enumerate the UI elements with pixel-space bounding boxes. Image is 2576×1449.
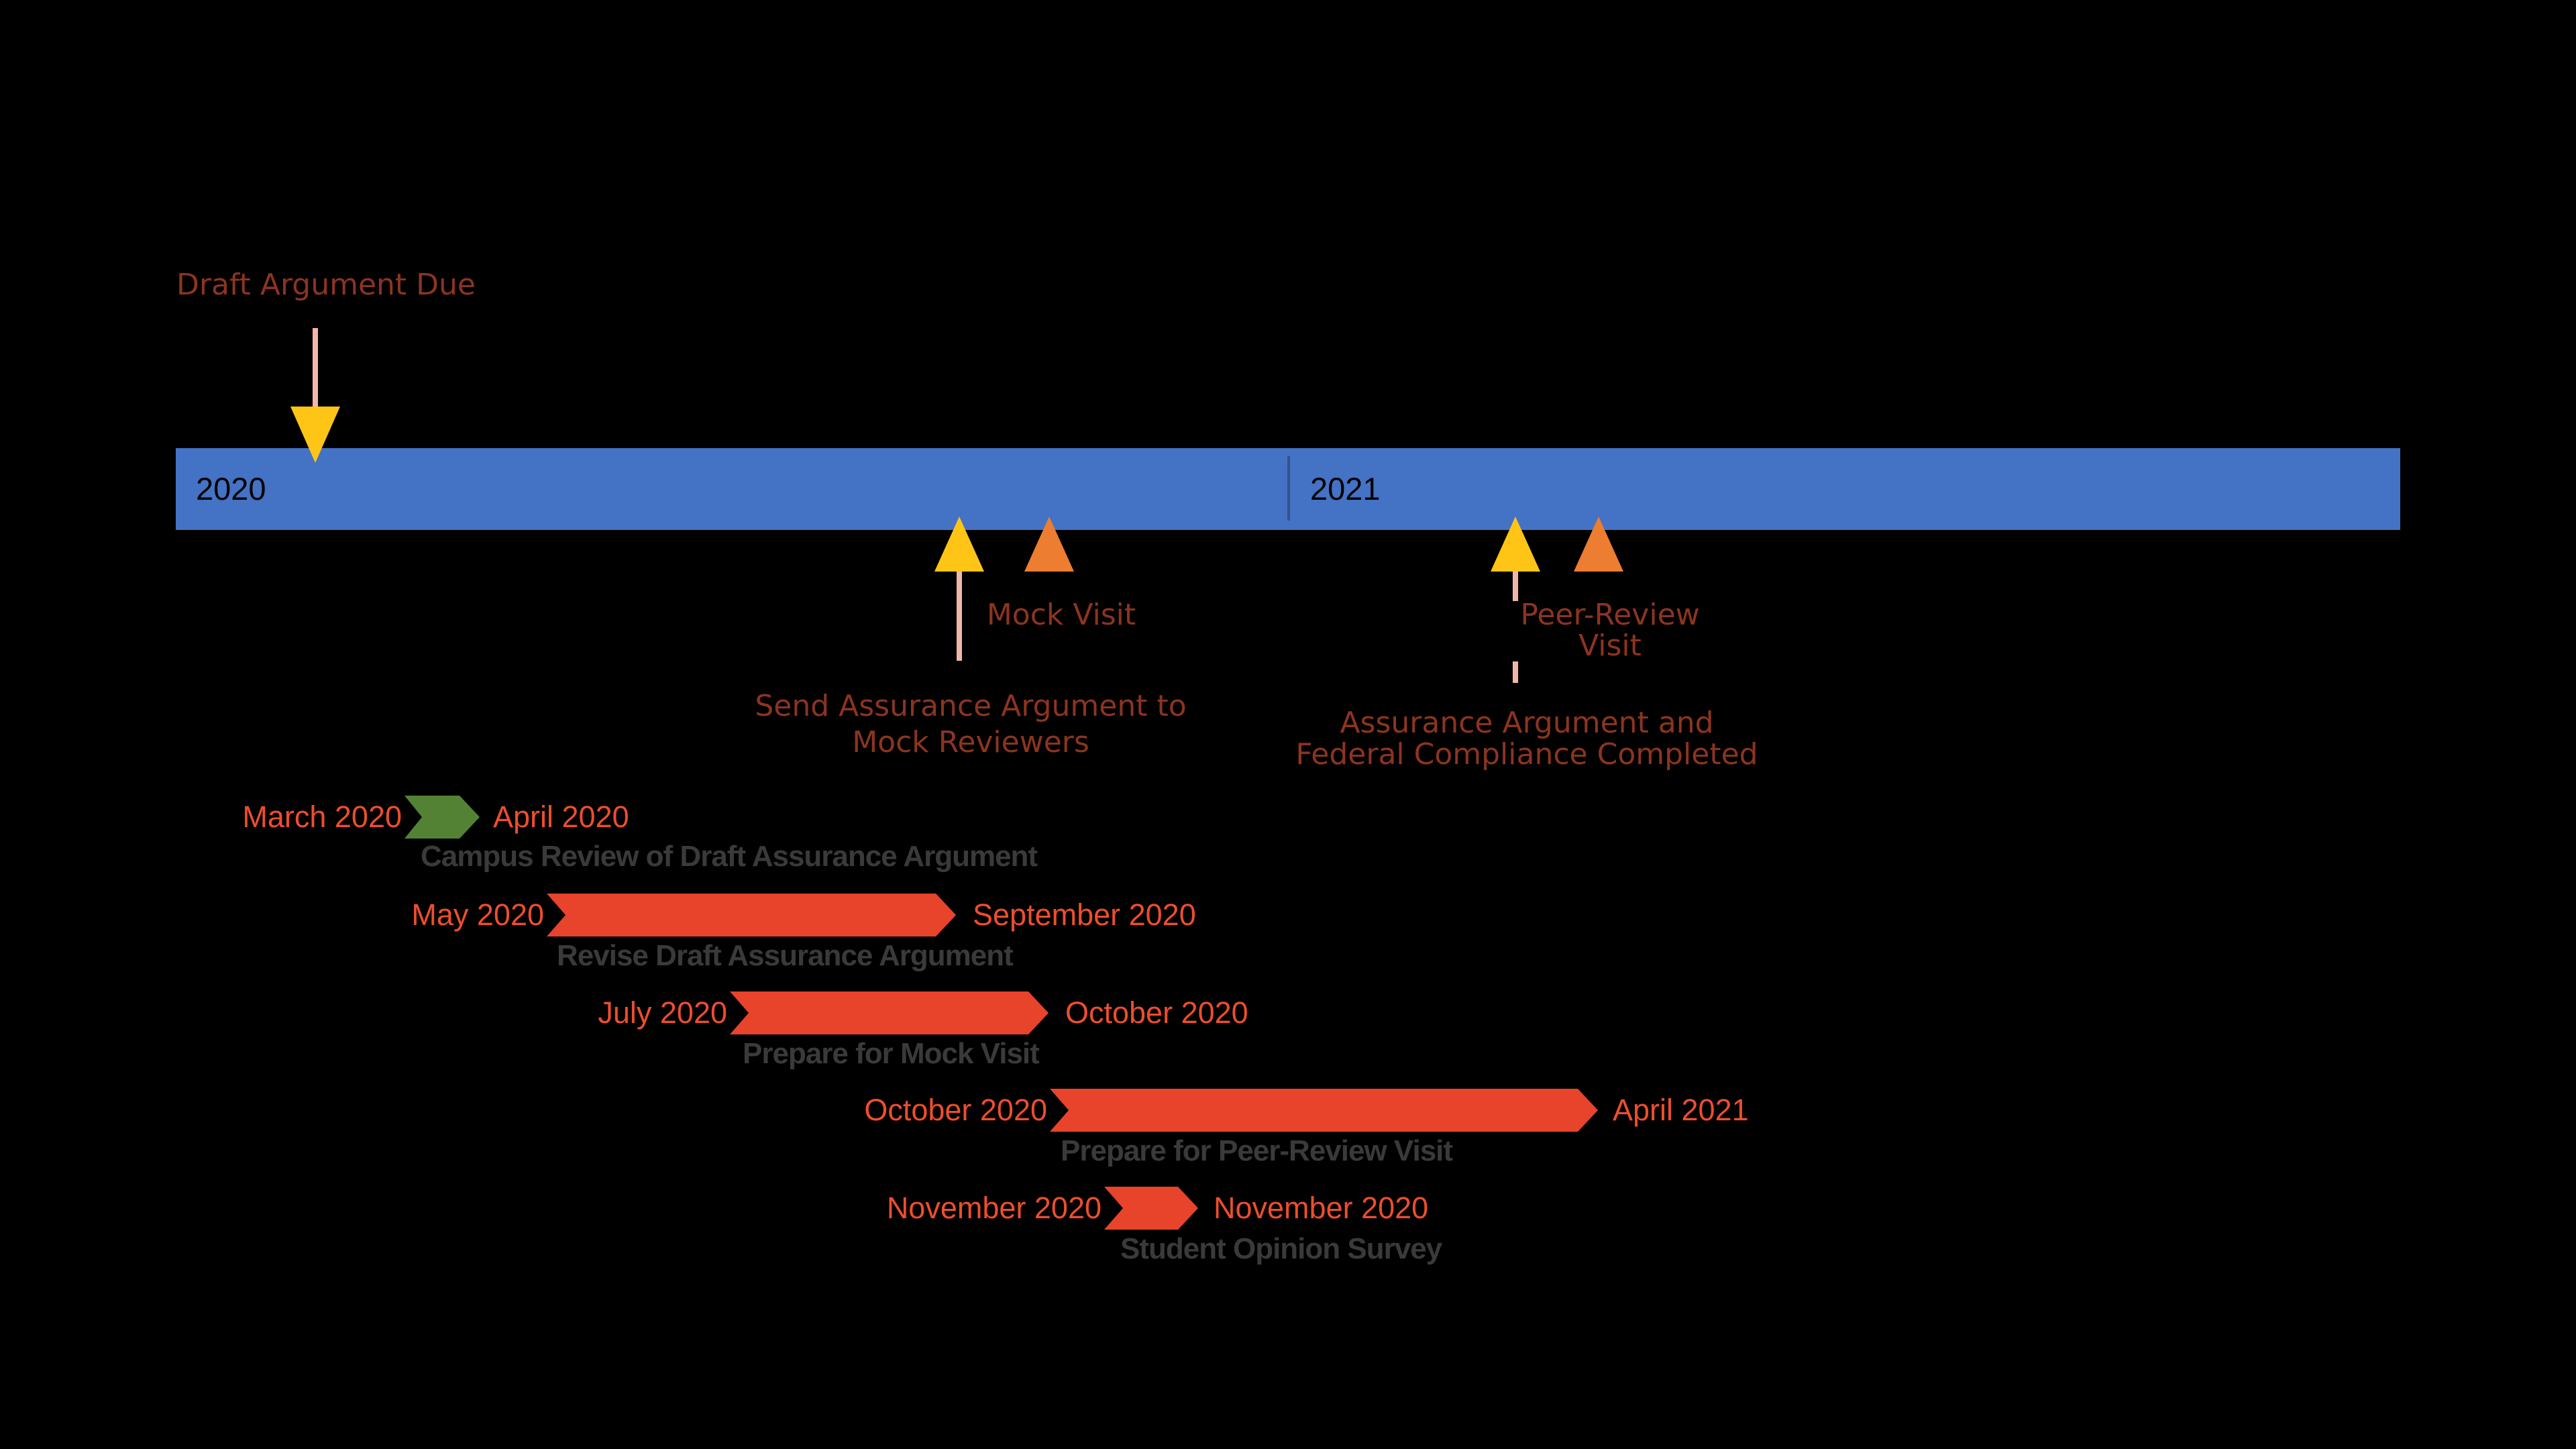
year-label-2021: 2021 — [1310, 471, 1381, 506]
year-label-2020: 2020 — [196, 471, 266, 506]
task-bar — [1104, 1187, 1198, 1230]
task-label: Prepare for Peer-Review Visit — [1061, 1134, 1453, 1167]
task-end-date: April 2021 — [1613, 1093, 1749, 1127]
task-start-date: May 2020 — [411, 898, 544, 932]
task-end-date: November 2020 — [1214, 1191, 1429, 1225]
task-end-date: April 2020 — [493, 800, 629, 834]
send-assurance-leader-line — [957, 572, 962, 661]
year-divider — [1287, 456, 1290, 521]
task-label: Revise Draft Assurance Argument — [557, 939, 1014, 972]
send-assurance-label: Send Assurance Argument to Mock Reviewer… — [755, 689, 1187, 759]
task-label: Student Opinion Survey — [1120, 1232, 1442, 1265]
task-bar — [547, 894, 956, 936]
draft-argument-due-label: Draft Argument Due — [176, 268, 476, 302]
task-label: Campus Review of Draft Assurance Argumen… — [421, 840, 1038, 873]
task-end-date: September 2020 — [973, 898, 1196, 932]
assurance-completed-leader-line-top — [1513, 572, 1518, 601]
task-end-date: October 2020 — [1065, 996, 1248, 1030]
task-start-date: October 2020 — [864, 1093, 1047, 1127]
task-start-date: March 2020 — [242, 800, 402, 834]
timeline-bar: 2020 2021 — [176, 448, 2400, 530]
task-bar — [1050, 1089, 1598, 1132]
assurance-completed-label: Assurance Argument and Federal Complianc… — [1295, 706, 1758, 771]
task-bar — [405, 796, 480, 839]
mock-visit-label: Mock Visit — [986, 598, 1136, 632]
task-start-date: July 2020 — [598, 996, 727, 1030]
task-label: Prepare for Mock Visit — [743, 1037, 1040, 1070]
assurance-completed-leader-line-bottom — [1513, 661, 1518, 683]
peer-review-visit-label: Peer-Review Visit — [1520, 598, 1700, 663]
task-start-date: November 2020 — [886, 1191, 1102, 1225]
draft-argument-due-leader-line — [313, 328, 318, 407]
task-bar — [730, 991, 1049, 1034]
